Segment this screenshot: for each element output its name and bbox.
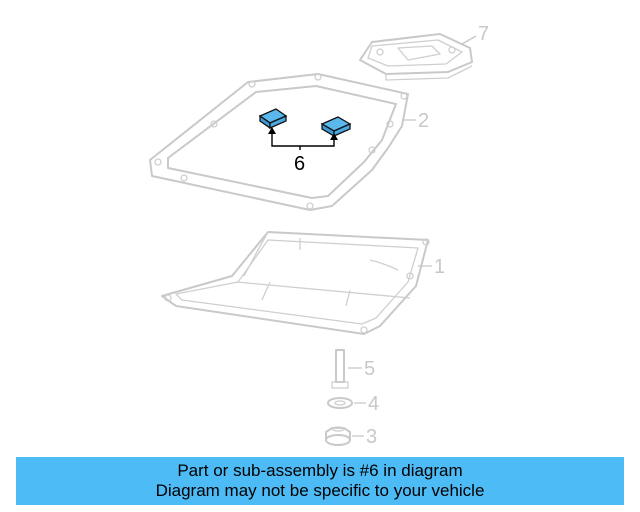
callout-1: 1 <box>434 256 445 278</box>
callout-5: 5 <box>364 358 375 380</box>
part-2-gasket <box>149 73 409 211</box>
callout-2: 2 <box>418 110 429 132</box>
parts-diagram: 7 2 6 <box>149 23 489 448</box>
callout-7: 7 <box>478 23 489 45</box>
banner-line-part: Part or sub-assembly is #6 in diagram <box>177 461 463 480</box>
callout-4: 4 <box>368 393 379 415</box>
part-4-washer <box>327 397 353 409</box>
part-6-magnet-left <box>258 108 288 130</box>
callout-3: 3 <box>366 426 377 448</box>
callout-6-bracket <box>268 127 338 150</box>
info-banner: Part or sub-assembly is #6 in diagram Di… <box>16 457 624 505</box>
banner-line-disclaimer: Diagram may not be specific to your vehi… <box>155 481 485 500</box>
part-1-oil-pan <box>161 231 430 335</box>
callout-6: 6 <box>294 153 305 175</box>
part-6-magnet-right <box>320 116 352 138</box>
part-5-bolt <box>331 349 349 389</box>
part-3-plug <box>325 426 351 446</box>
part-7-filter <box>359 33 473 81</box>
callout-7-leader <box>461 35 477 45</box>
